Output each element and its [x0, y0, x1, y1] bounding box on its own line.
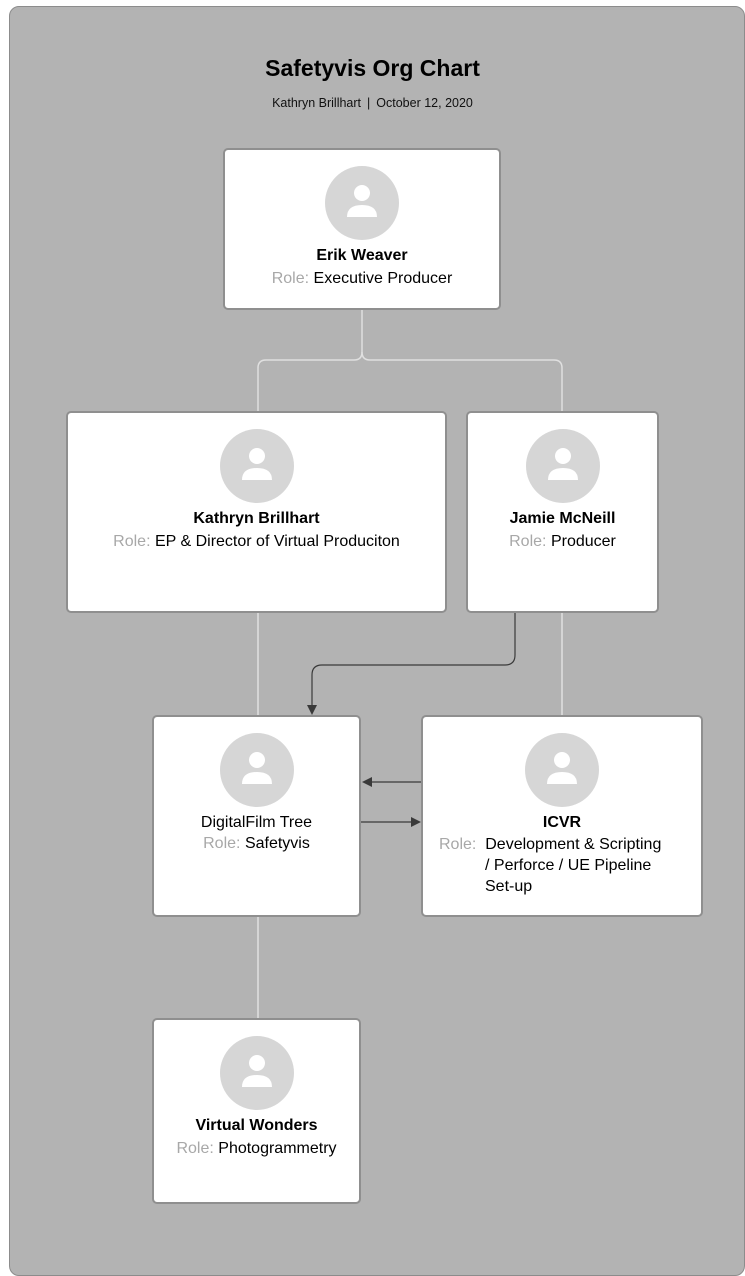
page-title: Safetyvis Org Chart [265, 55, 480, 81]
node-name: Kathryn Brillhart [193, 510, 320, 527]
role-value: Development & Scripting [485, 836, 662, 853]
arrow-jamie-dft [307, 613, 516, 715]
role-line: Set-up [485, 878, 533, 895]
node-digitalfilm-tree[interactable]: DigitalFilm Tree Role: Safetyvis [152, 715, 361, 917]
node-role: Role: Executive Producer [225, 270, 499, 288]
node-name: Virtual Wonders [195, 1117, 318, 1134]
role-line: Role: Development & Scripting [439, 834, 701, 855]
node-role: Role: EP & Director of Virtual Producito… [68, 533, 445, 551]
page-subtitle: Kathryn Brillhart | October 12, 2020 [0, 96, 745, 110]
node-icvr[interactable]: ICVR Role: Development & Scripting / Per… [421, 715, 703, 917]
person-avatar-icon [325, 166, 399, 240]
role-line: / Perforce / UE Pipeline [485, 857, 652, 874]
connector-erik-kathryn [257, 310, 363, 412]
node-kathryn-brillhart[interactable]: Kathryn Brillhart Role: EP & Director of… [66, 411, 447, 613]
node-name: DigitalFilm Tree [200, 814, 313, 831]
role-label: Role: [203, 835, 241, 852]
node-name: Jamie McNeill [509, 510, 616, 527]
person-avatar-icon [525, 733, 599, 807]
node-virtual-wonders[interactable]: Virtual Wonders Role: Photogrammetry [152, 1018, 361, 1204]
role-label: Role: [509, 533, 547, 550]
role-value: EP & Director of Virtual Produciton [154, 533, 400, 550]
node-role: Role: Photogrammetry [154, 1140, 359, 1158]
connector-erik-jamie [361, 351, 563, 412]
author-name: Kathryn Brillhart [272, 96, 362, 110]
person-avatar-icon [220, 733, 294, 807]
role-value: Safetyvis [244, 835, 310, 852]
person-avatar-icon [220, 1036, 294, 1110]
role-label: Role: [113, 533, 151, 550]
role-label: Role: [271, 270, 310, 287]
person-avatar-icon [526, 429, 600, 503]
subtitle-separator: | [367, 96, 371, 110]
role-label: Role: [176, 1140, 214, 1157]
node-role: Role: Development & Scripting / Perforce… [439, 834, 701, 897]
chart-date: October 12, 2020 [376, 96, 473, 110]
node-jamie-mcneill[interactable]: Jamie McNeill Role: Producer [466, 411, 659, 613]
role-label: Role: [439, 836, 477, 853]
node-role: Role: Producer [468, 533, 657, 551]
role-value: Producer [550, 533, 616, 550]
node-name: Erik Weaver [316, 247, 408, 264]
node-name: ICVR [542, 814, 582, 831]
role-value: Executive Producer [313, 270, 453, 287]
role-value: Photogrammetry [218, 1140, 337, 1157]
person-avatar-icon [220, 429, 294, 503]
node-role: Role: Safetyvis [154, 835, 359, 853]
node-erik-weaver[interactable]: Erik Weaver Role: Executive Producer [223, 148, 501, 310]
